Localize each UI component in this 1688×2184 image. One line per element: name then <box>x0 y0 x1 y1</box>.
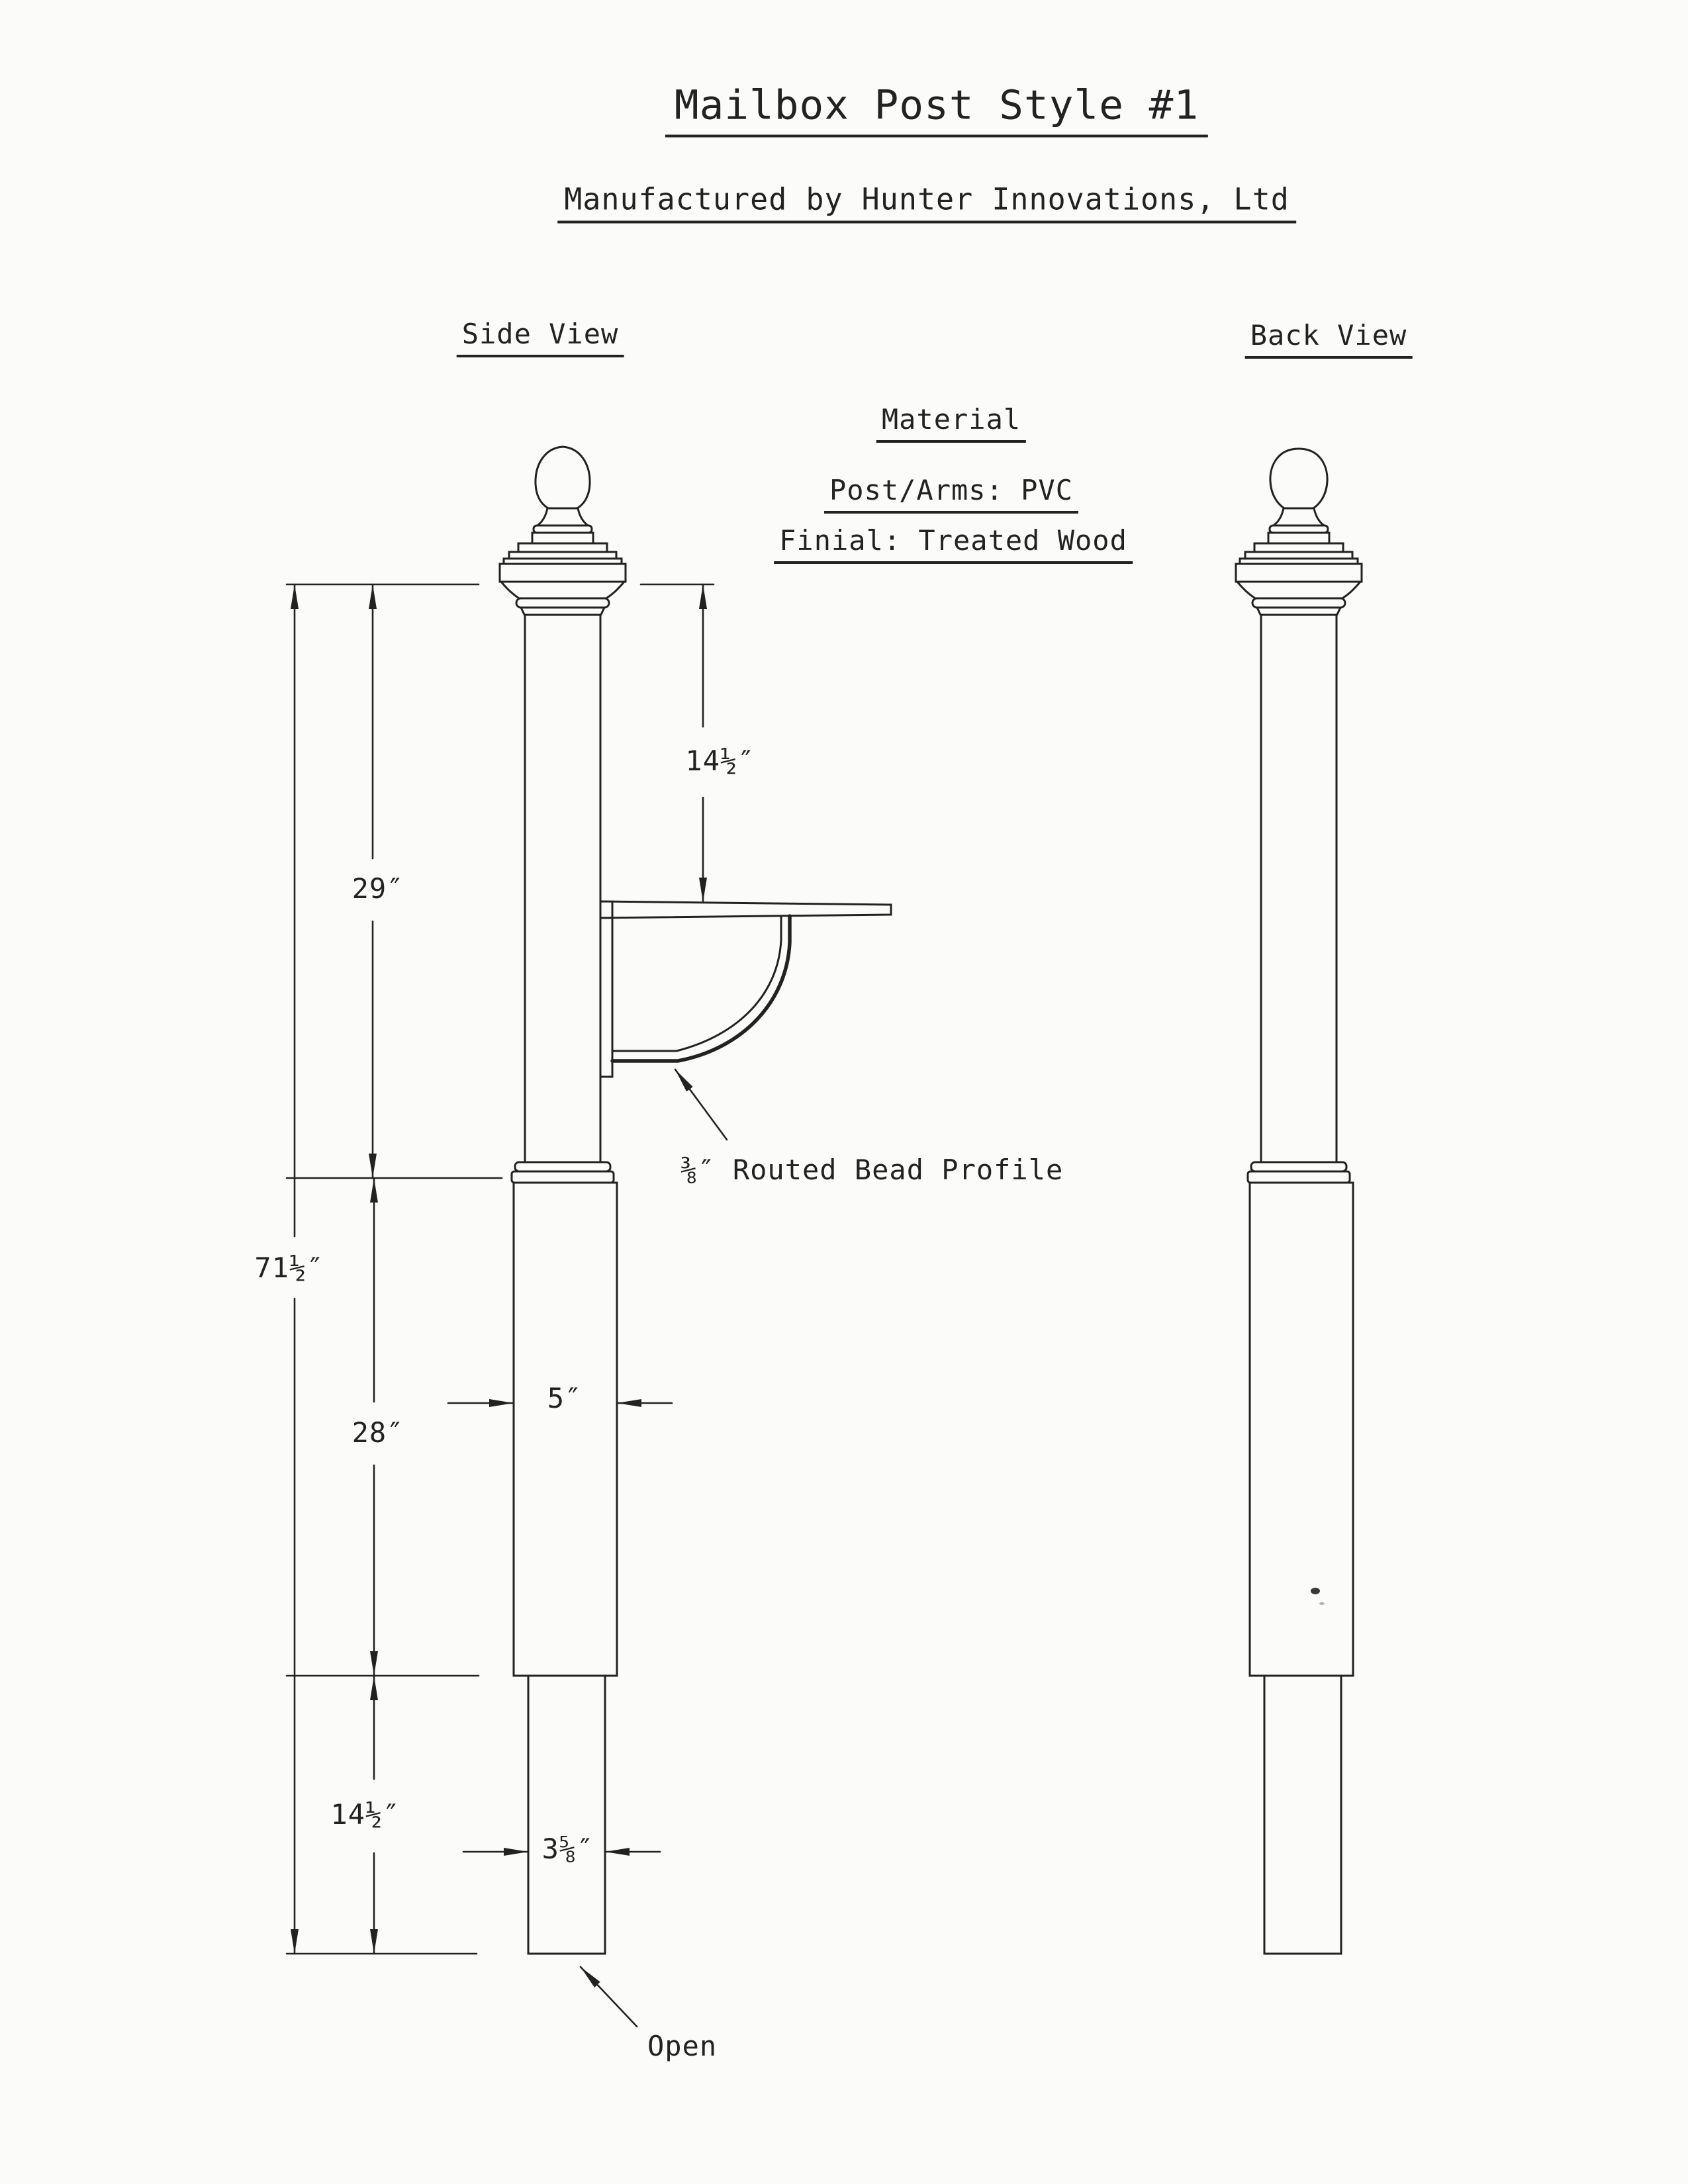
routed-bead-edge <box>610 914 792 1063</box>
page-title: Mailbox Post Style #1 <box>665 85 1209 138</box>
dim-middle-section: 28″ <box>352 1416 404 1449</box>
side-view-post <box>498 445 627 1955</box>
back-view-label: Back View <box>1244 322 1413 359</box>
dim-cap-to-arm: 14½″ <box>685 745 755 777</box>
open-leader-arrow <box>579 1966 638 2028</box>
mailbox-arm <box>599 900 892 1078</box>
dim-overall-height: 71½″ <box>254 1251 324 1284</box>
material-heading: Material <box>876 406 1027 443</box>
side-view-label: Side View <box>456 320 624 357</box>
open-end-note: Open <box>647 2030 718 2062</box>
bead-leader-arrow <box>674 1068 728 1141</box>
arm-cleat <box>599 917 614 1078</box>
page-subtitle: Manufactured by Hunter Innovations, Ltd <box>557 185 1296 224</box>
support-bracket <box>610 914 792 1063</box>
scan-specks <box>1311 1588 1325 1605</box>
dimension-lines <box>291 583 707 1955</box>
leader-arrows <box>579 1068 728 2028</box>
finial-ball <box>1269 447 1329 510</box>
extension-lines <box>285 583 715 1955</box>
dim-sleeve-width: 5″ <box>547 1382 583 1414</box>
dim-lower-section: 14½″ <box>330 1798 400 1831</box>
back-view-post <box>1235 447 1363 1955</box>
material-post-arms: Post/Arms: PVC <box>823 477 1079 514</box>
dim-lower-post-width: 3⅝″ <box>541 1833 594 1865</box>
finial-ball <box>534 445 591 510</box>
bead-profile-note: ⅜″ Routed Bead Profile <box>680 1154 1064 1186</box>
material-finial: Finial: Treated Wood <box>774 527 1133 564</box>
dim-upper-section: 29″ <box>352 872 404 905</box>
